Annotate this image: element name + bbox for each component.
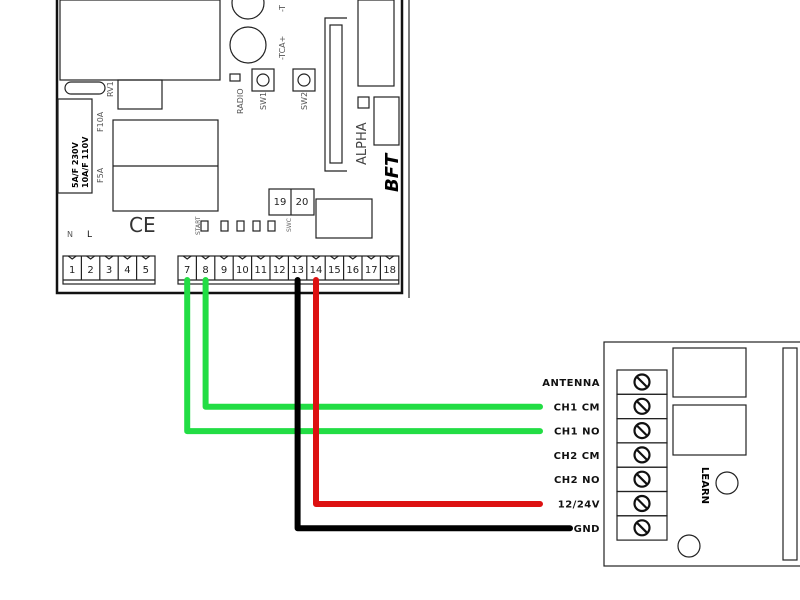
terminal-1: 1 (69, 265, 75, 276)
fuse-f10a-label: F10A (96, 111, 105, 132)
n-label: N (67, 230, 73, 239)
terminal-label-12-24v: 12/24V (558, 500, 600, 511)
terminal-8: 8 (202, 265, 208, 276)
terminal-14: 14 (310, 265, 323, 276)
l-label: L (87, 230, 92, 240)
sw1-button (251, 68, 275, 92)
screw-icon[interactable] (633, 397, 651, 415)
screw-icon[interactable] (633, 422, 651, 440)
relay-ch2 (672, 404, 747, 456)
led-indicator (677, 534, 701, 558)
capacitor (229, 26, 267, 64)
tca-label: -TCA+ (278, 36, 287, 60)
control-board: RV1 5A/F 230V 10A/F 110V F10A F5A -TCA+ … (55, 0, 410, 298)
terminal-4: 4 (124, 265, 130, 276)
tcr-label: -T (278, 5, 287, 12)
terminal-label-ch2-no: CH2 NO (554, 475, 600, 486)
ce-mark: CE (129, 213, 156, 237)
connector-strip (329, 24, 343, 164)
terminal-15: 15 (328, 265, 341, 276)
terminal-3: 3 (106, 265, 112, 276)
screw-icon[interactable] (633, 446, 651, 464)
screw-icon[interactable] (633, 519, 651, 537)
fuse-f5a-label: F5A (96, 167, 105, 183)
terminal-18: 18 (383, 265, 396, 276)
wires (184, 277, 573, 532)
terminal-7: 7 (184, 265, 190, 276)
wire-8-to-ch1-cm (202, 277, 543, 410)
terminal-13: 13 (291, 265, 304, 276)
terminal-label-antenna: ANTENNA (542, 378, 600, 389)
relay-ch1 (672, 347, 747, 398)
terminal-label-ch1-no: CH1 NO (554, 427, 600, 438)
start-label: START (195, 216, 202, 235)
wire-14-to-12-24v (313, 277, 543, 507)
terminal-block-left: 1 2 3 4 5 (62, 255, 156, 285)
fuse-text-1: 5A/F 230V (71, 141, 80, 188)
terminal-20-label: 20 (296, 197, 309, 208)
terminal-10: 10 (236, 265, 249, 276)
sw2-label: SW2 (300, 92, 309, 110)
terminal-17: 17 (365, 265, 378, 276)
screw-icon[interactable] (633, 494, 651, 513)
model-label: ALPHA (355, 122, 370, 165)
bft-logo: BFT (382, 152, 403, 192)
terminal-16: 16 (346, 265, 359, 276)
receiver-terminal-block: ANTENNA CH1 CM CH1 NO CH2 CM CH2 NO 12/24V GND (542, 369, 668, 541)
learn-button[interactable] (715, 471, 739, 495)
terminal-block-right: 7 8 9 10 11 12 13 14 15 16 17 18 (177, 255, 400, 285)
terminal-label-ch1-cm: CH1 CM (554, 402, 600, 413)
terminal-label-gnd: GND (574, 524, 600, 535)
sw1-label: SW1 (259, 92, 268, 110)
terminal-11: 11 (254, 265, 267, 276)
radio-label: RADIO (236, 88, 245, 114)
terminal-19-label: 19 (274, 197, 287, 208)
terminal-label-ch2-cm: CH2 CM (554, 451, 600, 462)
transformer (59, 0, 221, 81)
swc-label: SWC (286, 218, 293, 232)
learn-label: LEARN (699, 467, 710, 504)
receiver-module: LEARN ANTENNA CH1 CM CH1 NO CH2 CM CH2 NO 12/… (542, 341, 800, 567)
fuse-block (57, 98, 93, 194)
terminal-2: 2 (87, 265, 93, 276)
screw-icon[interactable] (633, 373, 651, 391)
terminal-5: 5 (143, 265, 149, 276)
rv1-label: RV1 (106, 81, 115, 97)
sw2-button (292, 68, 316, 92)
wire-7-to-ch1-no (184, 277, 543, 435)
fuse-text-2: 10A/F 110V (81, 136, 90, 188)
wire-13-to-gnd (294, 277, 573, 532)
terminal-12: 12 (273, 265, 286, 276)
screw-icon[interactable] (633, 470, 651, 488)
led-indicators (200, 220, 276, 232)
terminal-9: 9 (221, 265, 227, 276)
